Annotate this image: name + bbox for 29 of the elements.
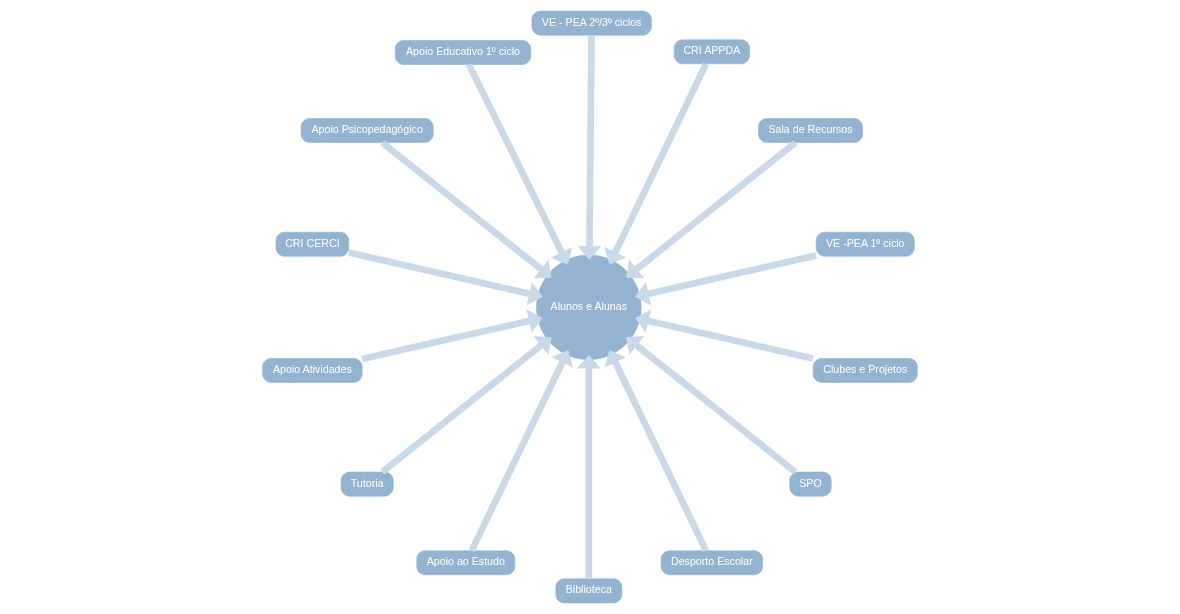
- arrow: [466, 63, 573, 265]
- arrow: [577, 35, 602, 260]
- node-box: Tutoria: [340, 471, 394, 497]
- node-box: Apoio Atividades: [262, 358, 363, 383]
- arrow: [468, 350, 574, 553]
- arrow: [604, 62, 709, 265]
- arrow: [635, 309, 814, 362]
- arrow: [625, 336, 798, 475]
- arrow: [348, 249, 543, 306]
- node-box: Apoio Psicopedagógico: [300, 118, 434, 143]
- arrow: [576, 354, 601, 579]
- node-circle: Alunos e Alunas: [536, 254, 642, 360]
- node-box: CRI APPDA: [673, 39, 750, 65]
- arrow: [625, 139, 798, 279]
- node-box: SPO: [789, 471, 832, 497]
- node-box: Clubes e Projetos: [812, 358, 918, 383]
- node-box: CRI CERCI: [275, 231, 350, 257]
- node-box: Sala de Recursos: [758, 118, 863, 143]
- node-box: Apoio ao Estudo: [416, 550, 516, 576]
- node-box: Apoio Educativo 1º ciclo: [394, 40, 532, 65]
- arrow: [604, 350, 709, 553]
- node-box: Biblioteca: [555, 578, 623, 604]
- node-box: VE - PEA 2º/3º ciclos: [531, 10, 652, 36]
- arrow: [380, 336, 552, 475]
- arrow: [635, 252, 817, 306]
- arrow: [380, 139, 552, 279]
- node-box: VE -PEA 1º ciclo: [815, 231, 915, 257]
- node-box: Desporto Escolar: [660, 550, 763, 576]
- arrow: [361, 309, 543, 363]
